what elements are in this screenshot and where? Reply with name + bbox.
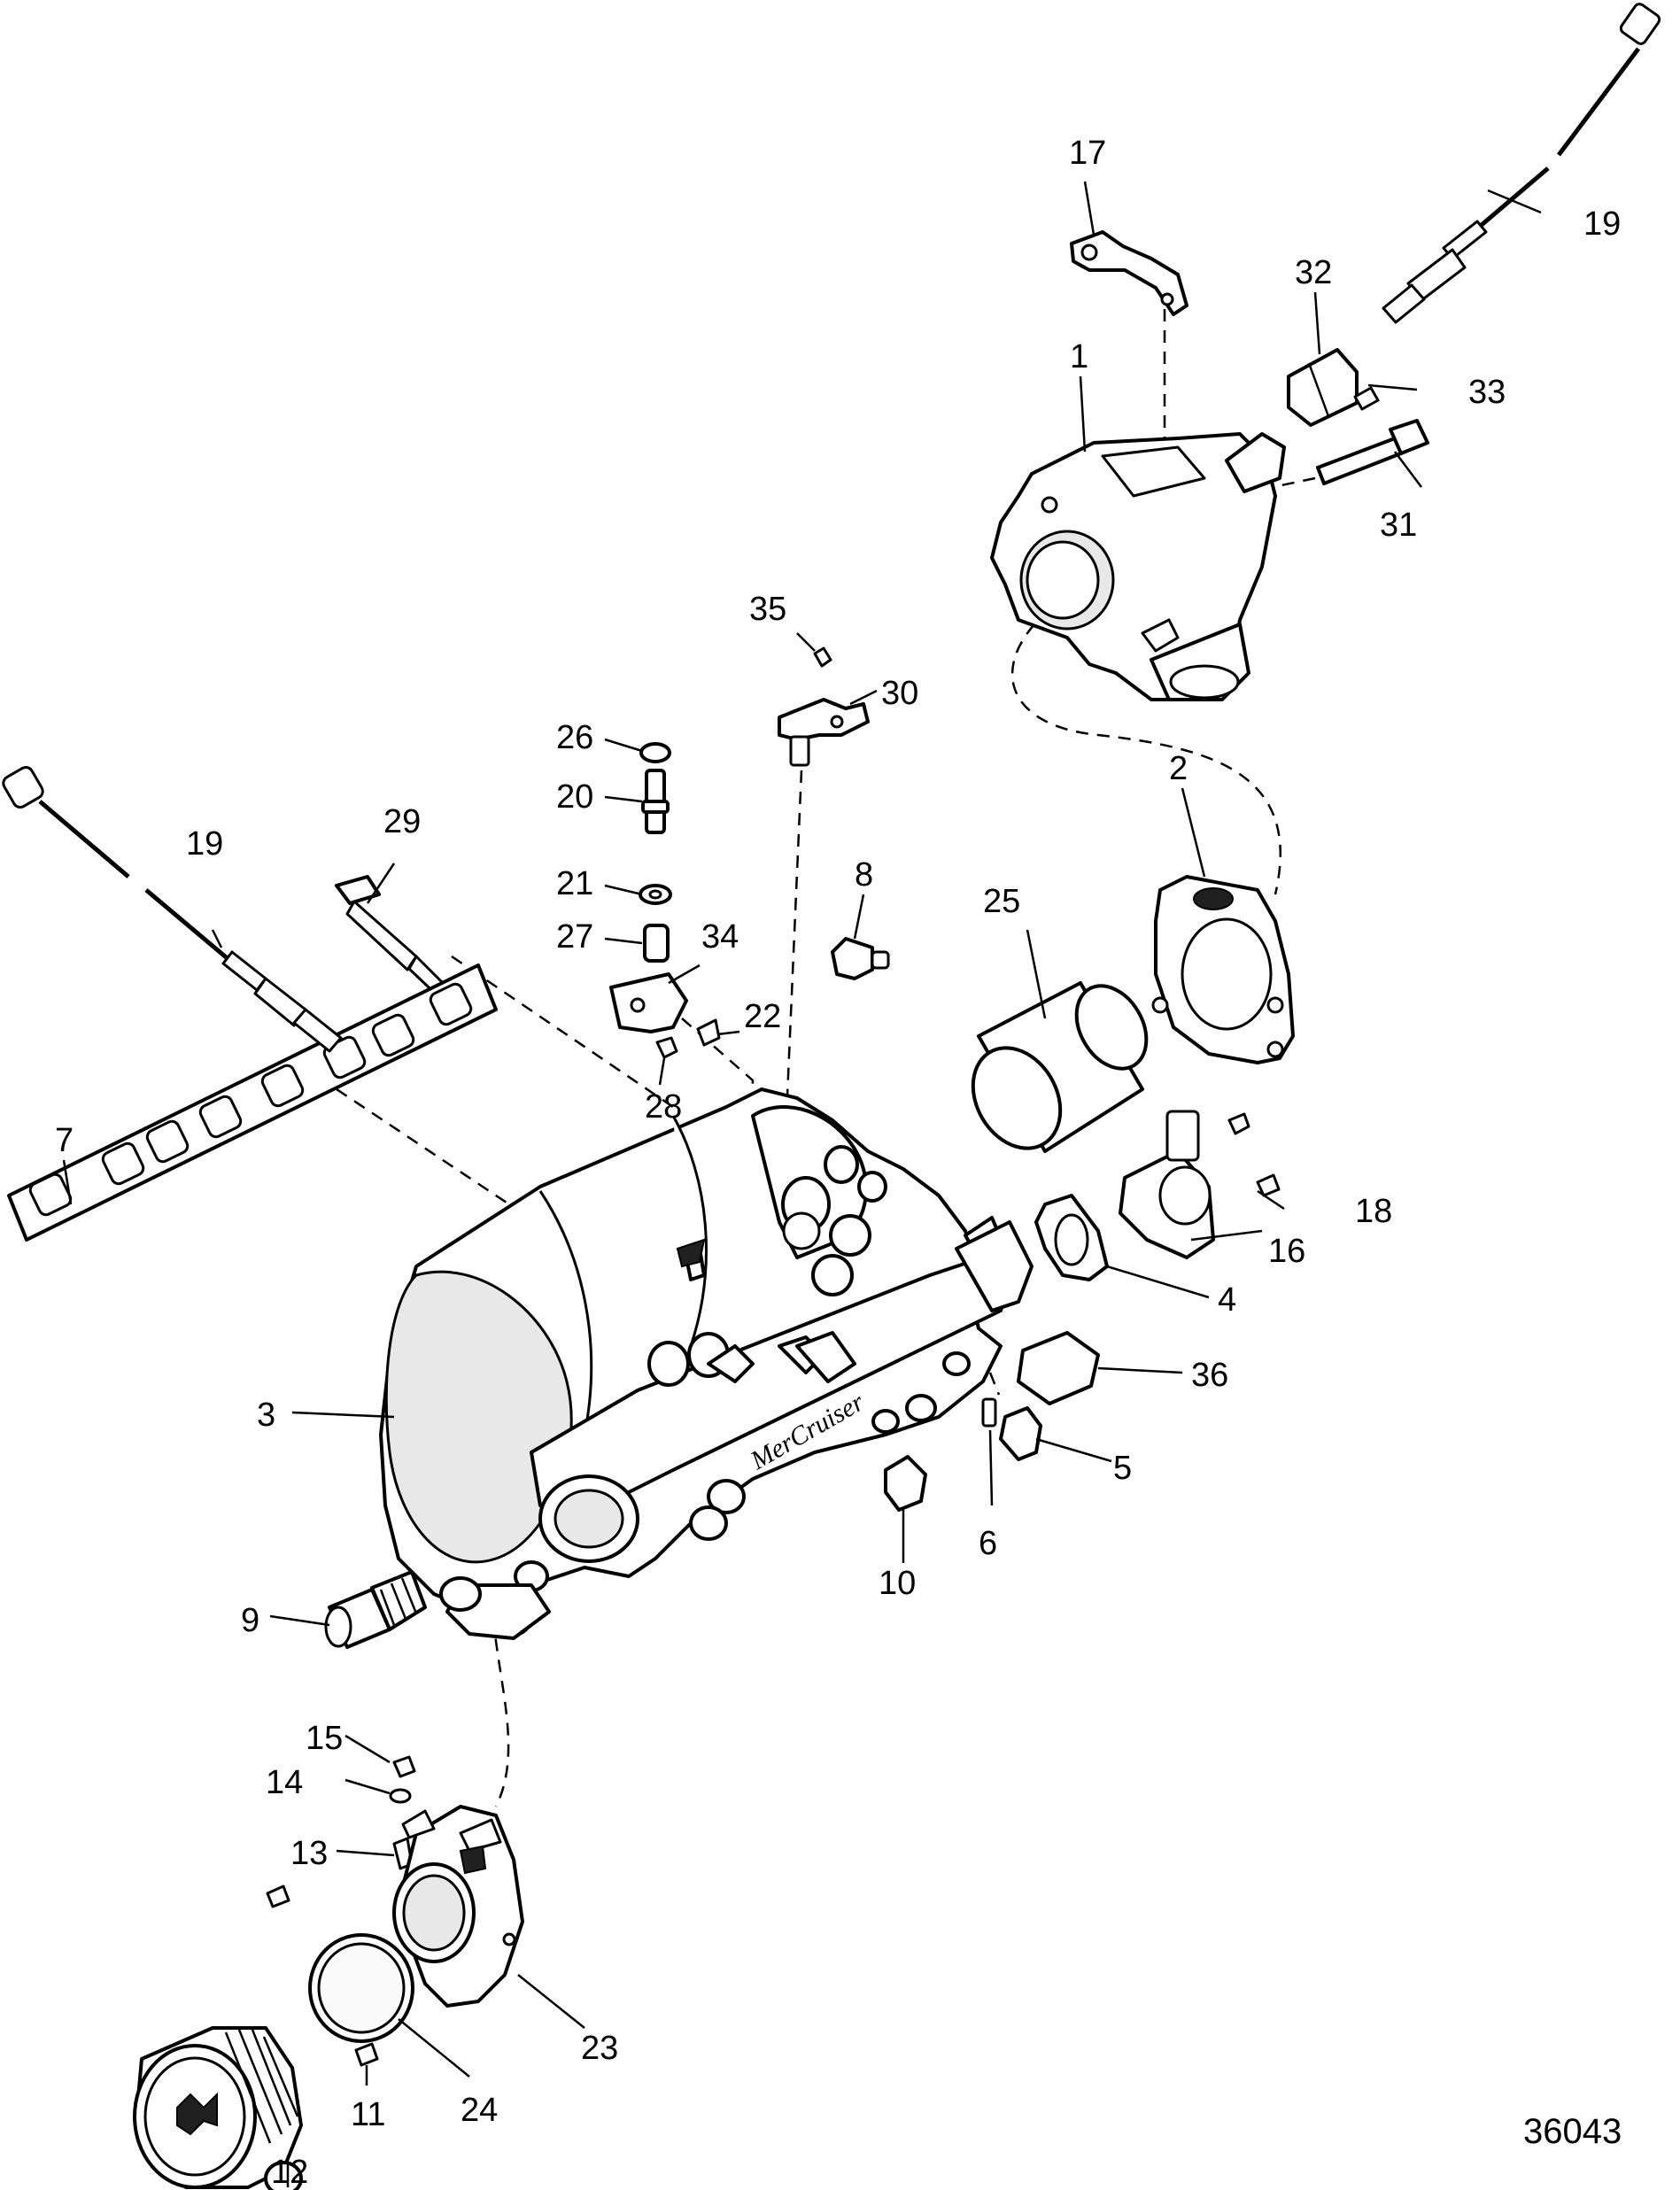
callout-33: 33 [1468, 374, 1506, 411]
screws-18 [1227, 1112, 1281, 1197]
callout-21: 21 [556, 865, 593, 902]
gasket-4 [1034, 1194, 1109, 1281]
nut-28 [655, 1036, 678, 1059]
bracket-17 [1070, 230, 1188, 316]
callout-13: 13 [290, 1835, 328, 1872]
callout-3: 3 [257, 1397, 275, 1434]
callout-25: 25 [983, 883, 1020, 920]
callout-24: 24 [461, 2092, 498, 2129]
cap-10 [884, 1455, 927, 1512]
bolt-31 [1316, 419, 1429, 485]
fitting-5 [999, 1406, 1042, 1461]
callout-36: 36 [1191, 1357, 1228, 1394]
elbow-fitting-8 [831, 937, 890, 980]
callout-26: 26 [556, 719, 593, 756]
flame-arrestor-12 [133, 2026, 303, 2190]
throttle-body-23 [392, 1805, 524, 2008]
callout-28: 28 [645, 1088, 682, 1126]
callout-31: 31 [1380, 507, 1417, 544]
plug-6 [981, 1397, 997, 1428]
callout-4: 4 [1218, 1281, 1236, 1319]
callout-5: 5 [1113, 1450, 1132, 1487]
hose-fitting-9 [324, 1570, 427, 1649]
callout-14: 14 [266, 1764, 303, 1801]
callout-8: 8 [855, 856, 873, 894]
callout-10: 10 [879, 1565, 916, 1602]
stud-20 [641, 769, 670, 834]
callout-11: 11 [351, 2096, 385, 2133]
exhaust-manifold-3: MerCruiser [379, 1087, 1034, 1640]
figure-number: 36043 [1523, 2112, 1622, 2151]
oxygen-sensor-left [2, 765, 343, 1053]
screw-35 [813, 646, 832, 668]
exhaust-gasket-7 [7, 963, 498, 1242]
sensor-30 [778, 698, 870, 767]
clamp-32 [1287, 348, 1359, 427]
callout-19-upper: 19 [1583, 205, 1621, 243]
callout-12: 12 [271, 2154, 308, 2190]
callout-30: 30 [881, 675, 918, 712]
sensor-29 [335, 875, 453, 1002]
gasket-2 [1151, 875, 1295, 1064]
oxygen-sensor-upper [1382, 3, 1661, 324]
nut-26 [639, 742, 671, 763]
callout-6: 6 [979, 1525, 997, 1562]
screw-22 [696, 1018, 721, 1047]
callout-20: 20 [556, 778, 593, 816]
callout-29: 29 [383, 803, 421, 840]
callout-34: 34 [701, 918, 739, 956]
sleeve-25 [971, 981, 1149, 1153]
callout-7: 7 [55, 1122, 74, 1159]
leader-lines [62, 181, 1542, 2187]
clamp-24 [308, 1933, 414, 2043]
callout-19-left: 19 [186, 825, 223, 863]
callout-17: 17 [1069, 135, 1106, 172]
callout-32: 32 [1295, 254, 1332, 291]
callout-1: 1 [1070, 338, 1088, 375]
screw-33 [1353, 386, 1380, 411]
callout-27: 27 [556, 918, 593, 956]
callout-35: 35 [749, 591, 786, 628]
callout-2: 2 [1169, 750, 1188, 787]
exhaust-elbow-1 [990, 432, 1286, 701]
washer-14 [389, 1788, 412, 1804]
callout-22: 22 [744, 998, 781, 1035]
callout-23: 23 [581, 2030, 618, 2067]
bracket-34 [609, 972, 688, 1033]
block-36 [1017, 1331, 1100, 1405]
nut-15 [392, 1755, 416, 1778]
screw-11 [354, 2042, 379, 2067]
callout-15: 15 [306, 1720, 343, 1757]
callout-18: 18 [1355, 1193, 1392, 1230]
valve-16 [1119, 1110, 1215, 1259]
screw-loose-left [266, 1884, 290, 1908]
washer-21 [639, 884, 672, 905]
spacer-27 [643, 924, 670, 963]
callout-9: 9 [241, 1602, 259, 1639]
callout-16: 16 [1268, 1233, 1305, 1270]
callouts: 17 32 19 33 31 1 35 30 26 20 21 27 34 22… [55, 135, 1621, 2190]
